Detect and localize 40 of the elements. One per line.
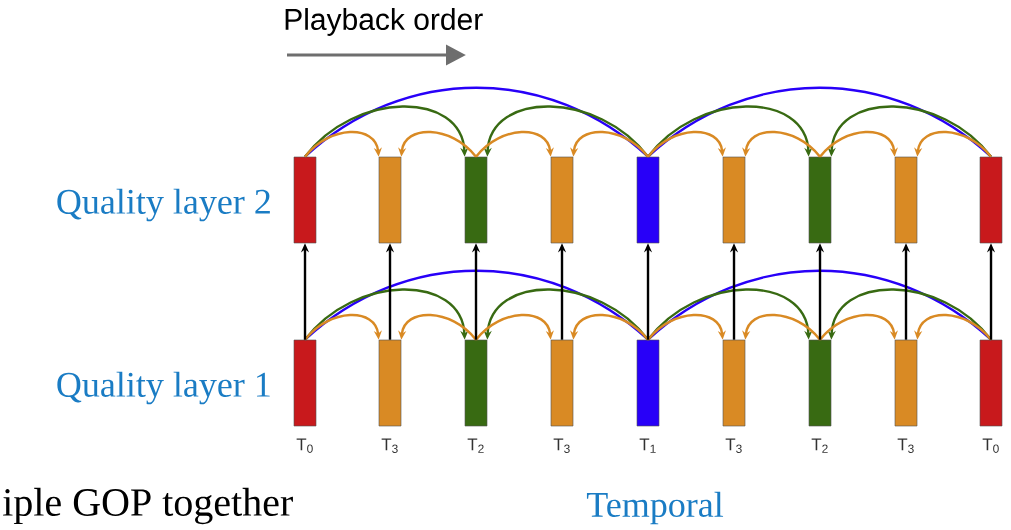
frame-bar (979, 339, 1003, 427)
frame-bar (378, 339, 402, 427)
prediction-arrow (304, 313, 382, 341)
layer-label: T$_{1}$ (639, 438, 656, 453)
prediction-arrow (475, 313, 554, 341)
prediction-arrow (475, 130, 554, 158)
frame-bar (722, 339, 746, 427)
layer-label: T$_{3}$ (897, 438, 914, 453)
frame-bar (378, 156, 402, 244)
prediction-arrow (647, 130, 726, 158)
layer-label: T$_{3}$ (725, 438, 742, 453)
frame-bar (636, 339, 660, 427)
layer-label: T$_{3}$ (381, 438, 398, 453)
layer-label: T$_{2}$ (467, 438, 484, 453)
layer-label: T$_{2}$ (811, 438, 828, 453)
axis-label: Temporal (586, 491, 724, 525)
row-label: Quality layer 2 (57, 188, 270, 222)
layer-label: T$_{0}$ (982, 438, 999, 453)
frame-bar (979, 156, 1003, 244)
frame-bar (722, 156, 746, 244)
frame-bar (293, 156, 317, 244)
frame-bar (808, 339, 832, 427)
prediction-arrow (819, 130, 898, 158)
frame-bar (550, 156, 574, 244)
prediction-arrow (819, 313, 898, 341)
frame-bar (550, 339, 574, 427)
frame-bar (464, 156, 488, 244)
frame-bar (293, 339, 317, 427)
body-text: iple GOP together (3, 487, 293, 525)
layer-label: T$_{3}$ (553, 438, 570, 453)
frame-bar (894, 339, 918, 427)
frame-bar (464, 339, 488, 427)
frame-bar (808, 156, 832, 244)
prediction-arrow (647, 313, 726, 341)
row-label: Quality layer 1 (57, 371, 270, 405)
layer-label: T$_{0}$ (296, 438, 313, 453)
frame-bar (636, 156, 660, 244)
frame-bar (894, 156, 918, 244)
heading-text: Playback order (285, 8, 483, 36)
prediction-arrow (304, 130, 382, 158)
